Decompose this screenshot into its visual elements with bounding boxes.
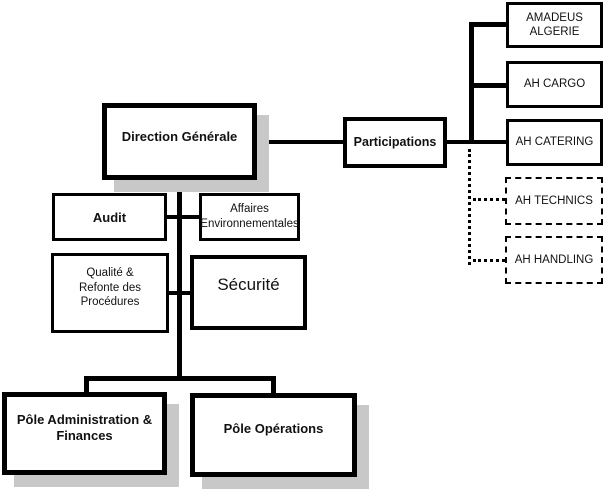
node-pole-admin-line2: Finances — [56, 427, 113, 443]
connector-bottom-bar — [84, 376, 276, 381]
node-direction-generale-label: Direction Générale — [121, 129, 238, 144]
node-audit-label: Audit — [92, 209, 127, 225]
connector-main-trunk — [177, 178, 182, 381]
node-pole-operations: Pôle Opérations — [190, 393, 357, 477]
node-pole-administration-finances: Pôle Administration & Finances — [2, 392, 167, 475]
node-ah-catering: AH CATERING — [506, 119, 603, 166]
connector-drop-pole-operations — [271, 376, 276, 395]
node-ah-handling: AH HANDLING — [505, 236, 603, 284]
node-ah-catering-label: AH CATERING — [515, 136, 594, 148]
node-affaires-line1: Affaires — [230, 203, 269, 215]
node-amadeus-algerie-line2: ALGERIE — [529, 26, 580, 38]
node-qualite-line3: Procédures — [80, 296, 140, 308]
connector-dotted-stub-handling — [473, 259, 505, 262]
connector-audit-affaires — [165, 215, 201, 219]
connector-drop-pole-admin — [84, 376, 89, 394]
node-ah-cargo-label: AH CARGO — [523, 78, 586, 90]
connector-stub-amadeus — [471, 22, 507, 27]
node-qualite-refonte-procedures: Qualité & Refonte des Procédures — [51, 253, 169, 333]
node-affaires-environnementales: Affaires Environnementales — [199, 193, 300, 241]
connector-qualite-securite — [167, 291, 192, 295]
node-pole-admin-line1: Pôle Administration & — [16, 411, 153, 427]
node-securite: Sécurité — [190, 255, 307, 330]
node-qualite-line2: Refonte des — [78, 281, 141, 294]
node-pole-operations-label: Pôle Opérations — [223, 420, 324, 436]
node-amadeus-algerie-line1: AMADEUS — [526, 12, 583, 24]
node-qualite-line1: Qualité & — [86, 267, 134, 279]
node-affaires-line2: Environnementales — [200, 218, 299, 230]
connector-dotted-stub-technics — [473, 198, 505, 201]
node-ah-cargo: AH CARGO — [506, 61, 603, 108]
connector-participations-to-catering — [445, 140, 507, 144]
node-ah-technics-label: AH TECHNICS — [515, 194, 593, 207]
connector-stub-cargo — [471, 83, 507, 88]
connector-dg-to-participations — [255, 140, 345, 144]
connector-dotted-vertical — [468, 149, 471, 265]
node-participations-label: Participations — [353, 135, 437, 149]
node-ah-handling-label: AH HANDLING — [514, 253, 594, 266]
node-securite-label: Sécurité — [217, 275, 280, 294]
node-direction-generale: Direction Générale — [102, 103, 257, 180]
node-audit: Audit — [52, 193, 167, 241]
node-ah-technics: AH TECHNICS — [505, 177, 603, 225]
node-participations: Participations — [343, 117, 447, 168]
node-amadeus-algerie: AMADEUS ALGERIE — [506, 2, 603, 48]
